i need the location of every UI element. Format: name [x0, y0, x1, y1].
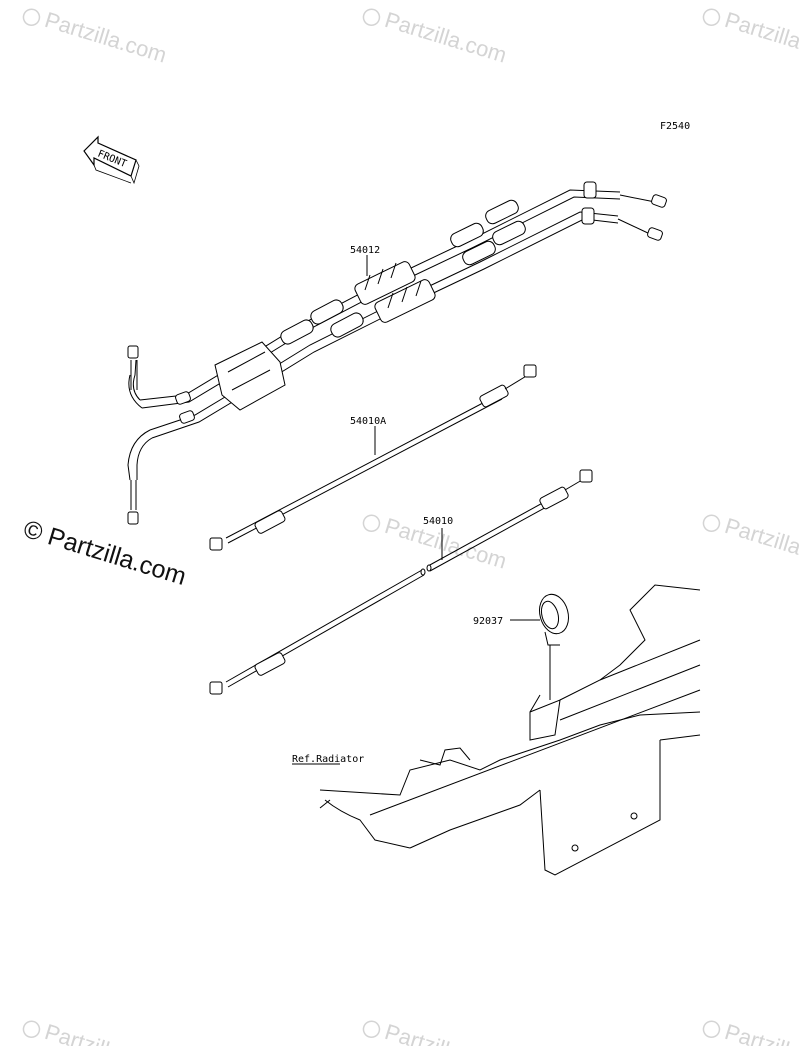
front-arrow-icon: FRONT [83, 135, 140, 185]
watermark-tile: Partzilla.com [42, 7, 170, 68]
watermark-tile: Partzilla.com [382, 1019, 510, 1046]
part-label-54010[interactable]: 54010 [423, 516, 453, 527]
watermark-tile: Partzilla.com [382, 7, 510, 68]
radiator-reference [319, 584, 701, 876]
partzilla-watermark: © Partzilla.com [20, 515, 189, 591]
figure-code: F2540 [660, 121, 690, 132]
watermark-tile: Partzilla.com [42, 1019, 170, 1046]
watermark-tile: Partzilla.com [722, 7, 800, 68]
choke-cable [209, 469, 593, 695]
part-label-54010a[interactable]: 54010A [350, 416, 386, 427]
clamp-part [539, 593, 569, 646]
part-label-92037[interactable]: 92037 [473, 616, 503, 627]
part-label-54012[interactable]: 54012 [350, 245, 380, 256]
watermark-tile: Partzilla.com [722, 1019, 800, 1046]
choke-cable-a [209, 364, 537, 551]
watermark-tile: Partzilla.com [722, 513, 800, 574]
ref-radiator-label: Ref.Radiator [292, 754, 364, 765]
throttle-cable-assembly [127, 181, 667, 525]
